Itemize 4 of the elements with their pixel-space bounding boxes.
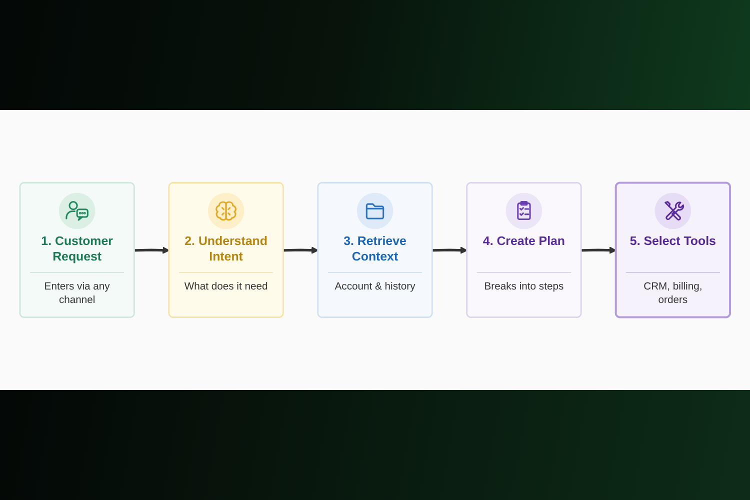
arrow xyxy=(134,246,170,254)
arrow xyxy=(581,246,617,254)
arrow xyxy=(284,246,319,254)
arrow xyxy=(432,246,468,254)
